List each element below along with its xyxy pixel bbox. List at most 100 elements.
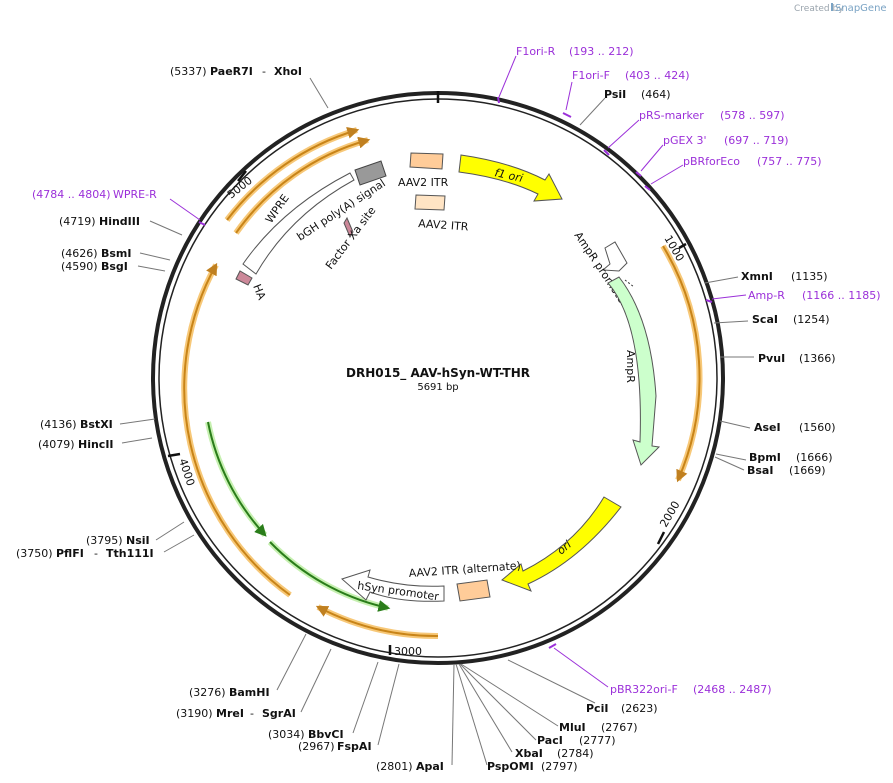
- tick-2000: [656, 531, 666, 545]
- site-bstxi-name: BstXI: [80, 418, 113, 431]
- leader-hindiii: [149, 220, 183, 236]
- site-asei-pos: (1560): [799, 421, 836, 434]
- feature-label-aav2-itr-alt: AAV2 ITR (alternate): [408, 559, 521, 580]
- primer-mark-pbrforeco: [644, 185, 651, 191]
- primer-prs-marker-range: (578 .. 597): [720, 109, 785, 122]
- leader-pcii: [507, 659, 596, 704]
- feature-f1-ori: [458, 154, 563, 202]
- site-mlui-pos: (2767): [601, 721, 638, 734]
- site-xmni-name: XmnI: [741, 270, 773, 283]
- site-leaders: [119, 77, 754, 766]
- primer-leader-wpre-r: [169, 198, 201, 221]
- leader-asei: [719, 420, 751, 429]
- leader-bpmi: [715, 453, 747, 461]
- tick-4000: [167, 452, 181, 458]
- snapgene-logo-icon: [831, 3, 833, 11]
- site-mrei-sep: -: [250, 707, 254, 720]
- site-mlui-name: MluI: [559, 721, 586, 734]
- leader-nsii: [155, 521, 185, 541]
- site-hindiii-name: HindIII: [99, 215, 140, 228]
- leader-bamhi: [276, 633, 307, 691]
- watermark-text: Created by: [794, 4, 844, 14]
- primer-f1ori-r-name: F1ori-R: [516, 45, 556, 58]
- site-pflfi-pos: (3750): [16, 547, 53, 560]
- site-pvui-name: PvuI: [758, 352, 785, 365]
- leader-bbvci: [352, 661, 379, 734]
- primer-pbr322ori-f-range: (2468 .. 2487): [693, 683, 772, 696]
- leader-paci: [459, 663, 537, 741]
- site-pflfi-name: PflFI: [56, 547, 84, 560]
- tick-label-3000: 3000: [394, 645, 422, 658]
- primer-mark-pbr322ori-f: [548, 643, 557, 649]
- feature-label-aav2-itr-2: AAV2 ITR: [418, 217, 469, 234]
- site-bbvci-pos: (3034): [268, 728, 305, 741]
- feature-ori: [501, 496, 622, 592]
- tick-label-2000: 2000: [657, 499, 682, 530]
- site-bpmi-pos: (1666): [796, 451, 833, 464]
- primer-leader-f1ori-f: [565, 81, 573, 111]
- orf-arcs: [181, 127, 703, 640]
- site-pvui-pos: (1366): [799, 352, 836, 365]
- site-xhoi-name: XhoI: [274, 65, 302, 78]
- site-paer7i-sep: -: [262, 65, 266, 78]
- tick-1000: [678, 242, 687, 250]
- site-mrei-pos: (3190): [176, 707, 213, 720]
- site-bpmi-name: BpmI: [749, 451, 781, 464]
- site-scai-name: ScaI: [752, 313, 778, 326]
- site-bstxi-pos: (4136): [40, 418, 77, 431]
- snapgene-watermark: Created by SnapGene: [794, 3, 887, 14]
- leader-paer7i: [309, 77, 329, 109]
- site-nsii-pos: (3795): [86, 534, 123, 547]
- feature-wpre: [242, 172, 355, 275]
- feature-factor-xa: [343, 216, 354, 239]
- leader-bsai: [714, 456, 745, 471]
- site-bbvci-name: BbvCI: [308, 728, 344, 741]
- site-hincii-name: HincII: [78, 438, 114, 451]
- plasmid-size: 5691 bp: [417, 382, 458, 393]
- site-paci-name: PacI: [537, 734, 563, 747]
- site-pspomi-pos: (2797): [541, 760, 578, 773]
- site-hincii-pos: (4079): [38, 438, 75, 451]
- leader-mrei: [300, 648, 332, 713]
- leader-pflfi: [163, 534, 195, 553]
- primer-mark-prs-marker: [603, 149, 610, 156]
- leader-bstxi: [119, 418, 156, 425]
- site-scai-pos: (1254): [793, 313, 830, 326]
- leader-xmni: [704, 276, 739, 284]
- leader-pspomi: [455, 663, 488, 766]
- plasmid-name: DRH015_ AAV-hSyn-WT-THR: [346, 366, 530, 381]
- primer-leader-f1ori-r: [498, 55, 517, 98]
- site-paci-pos: (2777): [579, 734, 616, 747]
- feature-aav2-itr-alt: [456, 579, 491, 602]
- site-hindiii-pos: (4719): [59, 215, 96, 228]
- tick-5000: [237, 170, 247, 182]
- site-bsgi-name: BsgI: [101, 260, 128, 273]
- primer-amp-r-name: Amp-R: [748, 289, 785, 302]
- leader-psii: [579, 97, 606, 126]
- site-bsmi-pos: (4626): [61, 247, 98, 260]
- site-paer7i-pos: (5337): [170, 65, 207, 78]
- leader-bsgi: [137, 265, 166, 272]
- primer-f1ori-r-range: (193 .. 212): [569, 45, 634, 58]
- site-fspai-pos: (2967): [298, 740, 335, 753]
- feature-label-hsyn: hSyn promoter: [357, 579, 440, 603]
- primer-wpre-r-name: WPRE-R: [113, 188, 157, 201]
- site-xbai-name: XbaI: [515, 747, 543, 760]
- site-pflfi-sep: -: [94, 547, 98, 560]
- orf-arc-bottom: [316, 604, 439, 640]
- primer-f1ori-f-range: (403 .. 424): [625, 69, 690, 82]
- site-bsgi-pos: (4590): [61, 260, 98, 273]
- orf-green-2: [267, 539, 389, 611]
- site-fspai-name: FspAI: [337, 740, 372, 753]
- sites: PsiI (464) XmnI (1135) ScaI (1254) PvuI …: [16, 65, 836, 773]
- site-bsai-name: BsaI: [747, 464, 773, 477]
- primer-leader-prs-marker: [607, 119, 640, 149]
- primer-f1ori-f-name: F1ori-F: [572, 69, 610, 82]
- primer-pbr322ori-f-name: pBR322ori-F: [610, 683, 678, 696]
- site-bsmi-name: BsmI: [101, 247, 132, 260]
- primers: F1ori-R (193 .. 212) F1ori-F (403 .. 424…: [32, 45, 881, 696]
- feature-bgh: [354, 160, 387, 186]
- site-psii-name: PsiI: [604, 88, 626, 101]
- site-sgrai-name: SgrAI: [262, 707, 296, 720]
